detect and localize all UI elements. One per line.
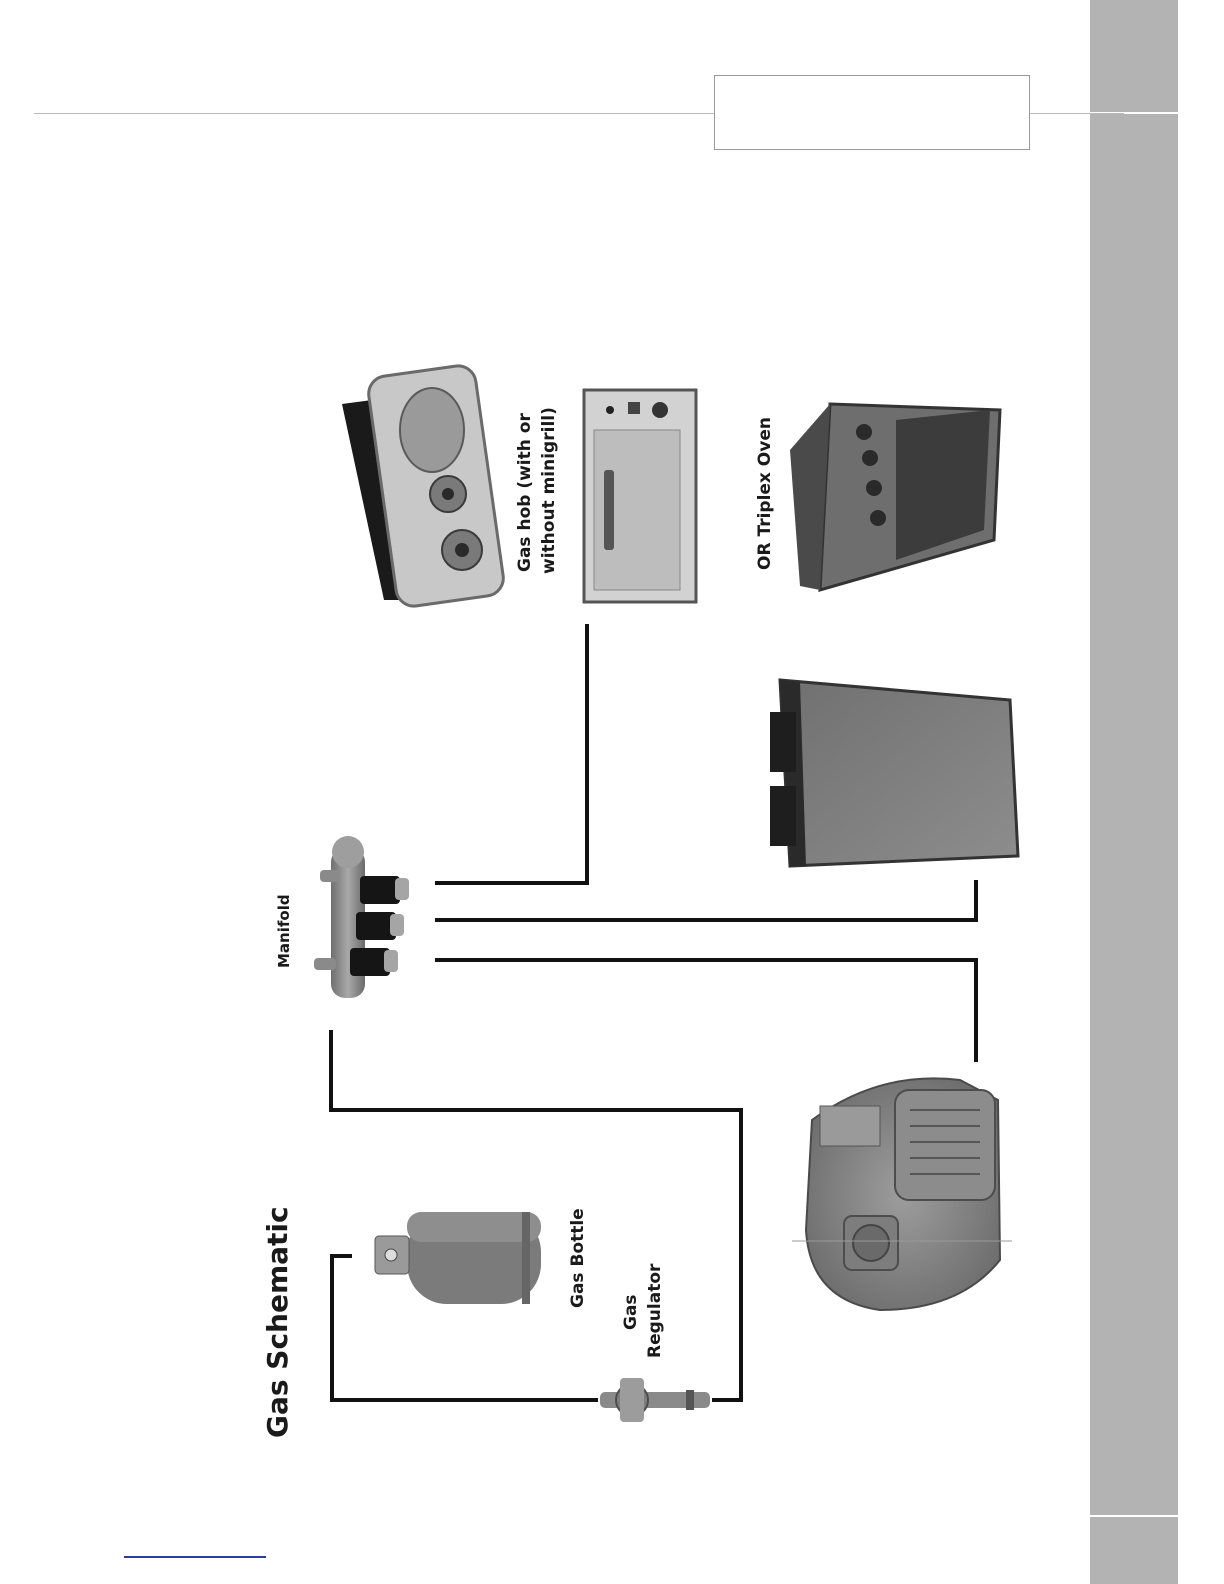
minigrill-image bbox=[584, 390, 696, 602]
label-triplex-oven: OR Triplex Oven bbox=[755, 417, 775, 570]
label-gas-hob-line1: Gas hob (with or bbox=[515, 413, 535, 572]
label-gas-bottle: Gas Bottle bbox=[568, 1208, 588, 1308]
diagram-title: Gas Schematic bbox=[261, 1206, 294, 1438]
fridge-image bbox=[770, 680, 1018, 866]
triplex-oven-image bbox=[790, 404, 1000, 590]
label-gas-regulator-line2: Regulator bbox=[645, 1263, 665, 1358]
gas-regulator-image bbox=[600, 1378, 710, 1422]
heater-image bbox=[792, 1078, 1012, 1310]
pipe-manifold-heater bbox=[435, 960, 976, 1062]
label-gas-hob-line2: without minigrill) bbox=[539, 407, 559, 574]
gas-bottle-image bbox=[375, 1212, 541, 1304]
manifold-image bbox=[314, 836, 409, 998]
label-gas-regulator-line1: Gas bbox=[621, 1294, 641, 1330]
pipe-regulator-manifold bbox=[331, 1030, 741, 1400]
pipe-manifold-fridge bbox=[435, 880, 976, 920]
label-manifold: Manifold bbox=[275, 894, 293, 968]
pipe-manifold-hob bbox=[435, 624, 587, 883]
gas-hob-image bbox=[342, 364, 506, 609]
